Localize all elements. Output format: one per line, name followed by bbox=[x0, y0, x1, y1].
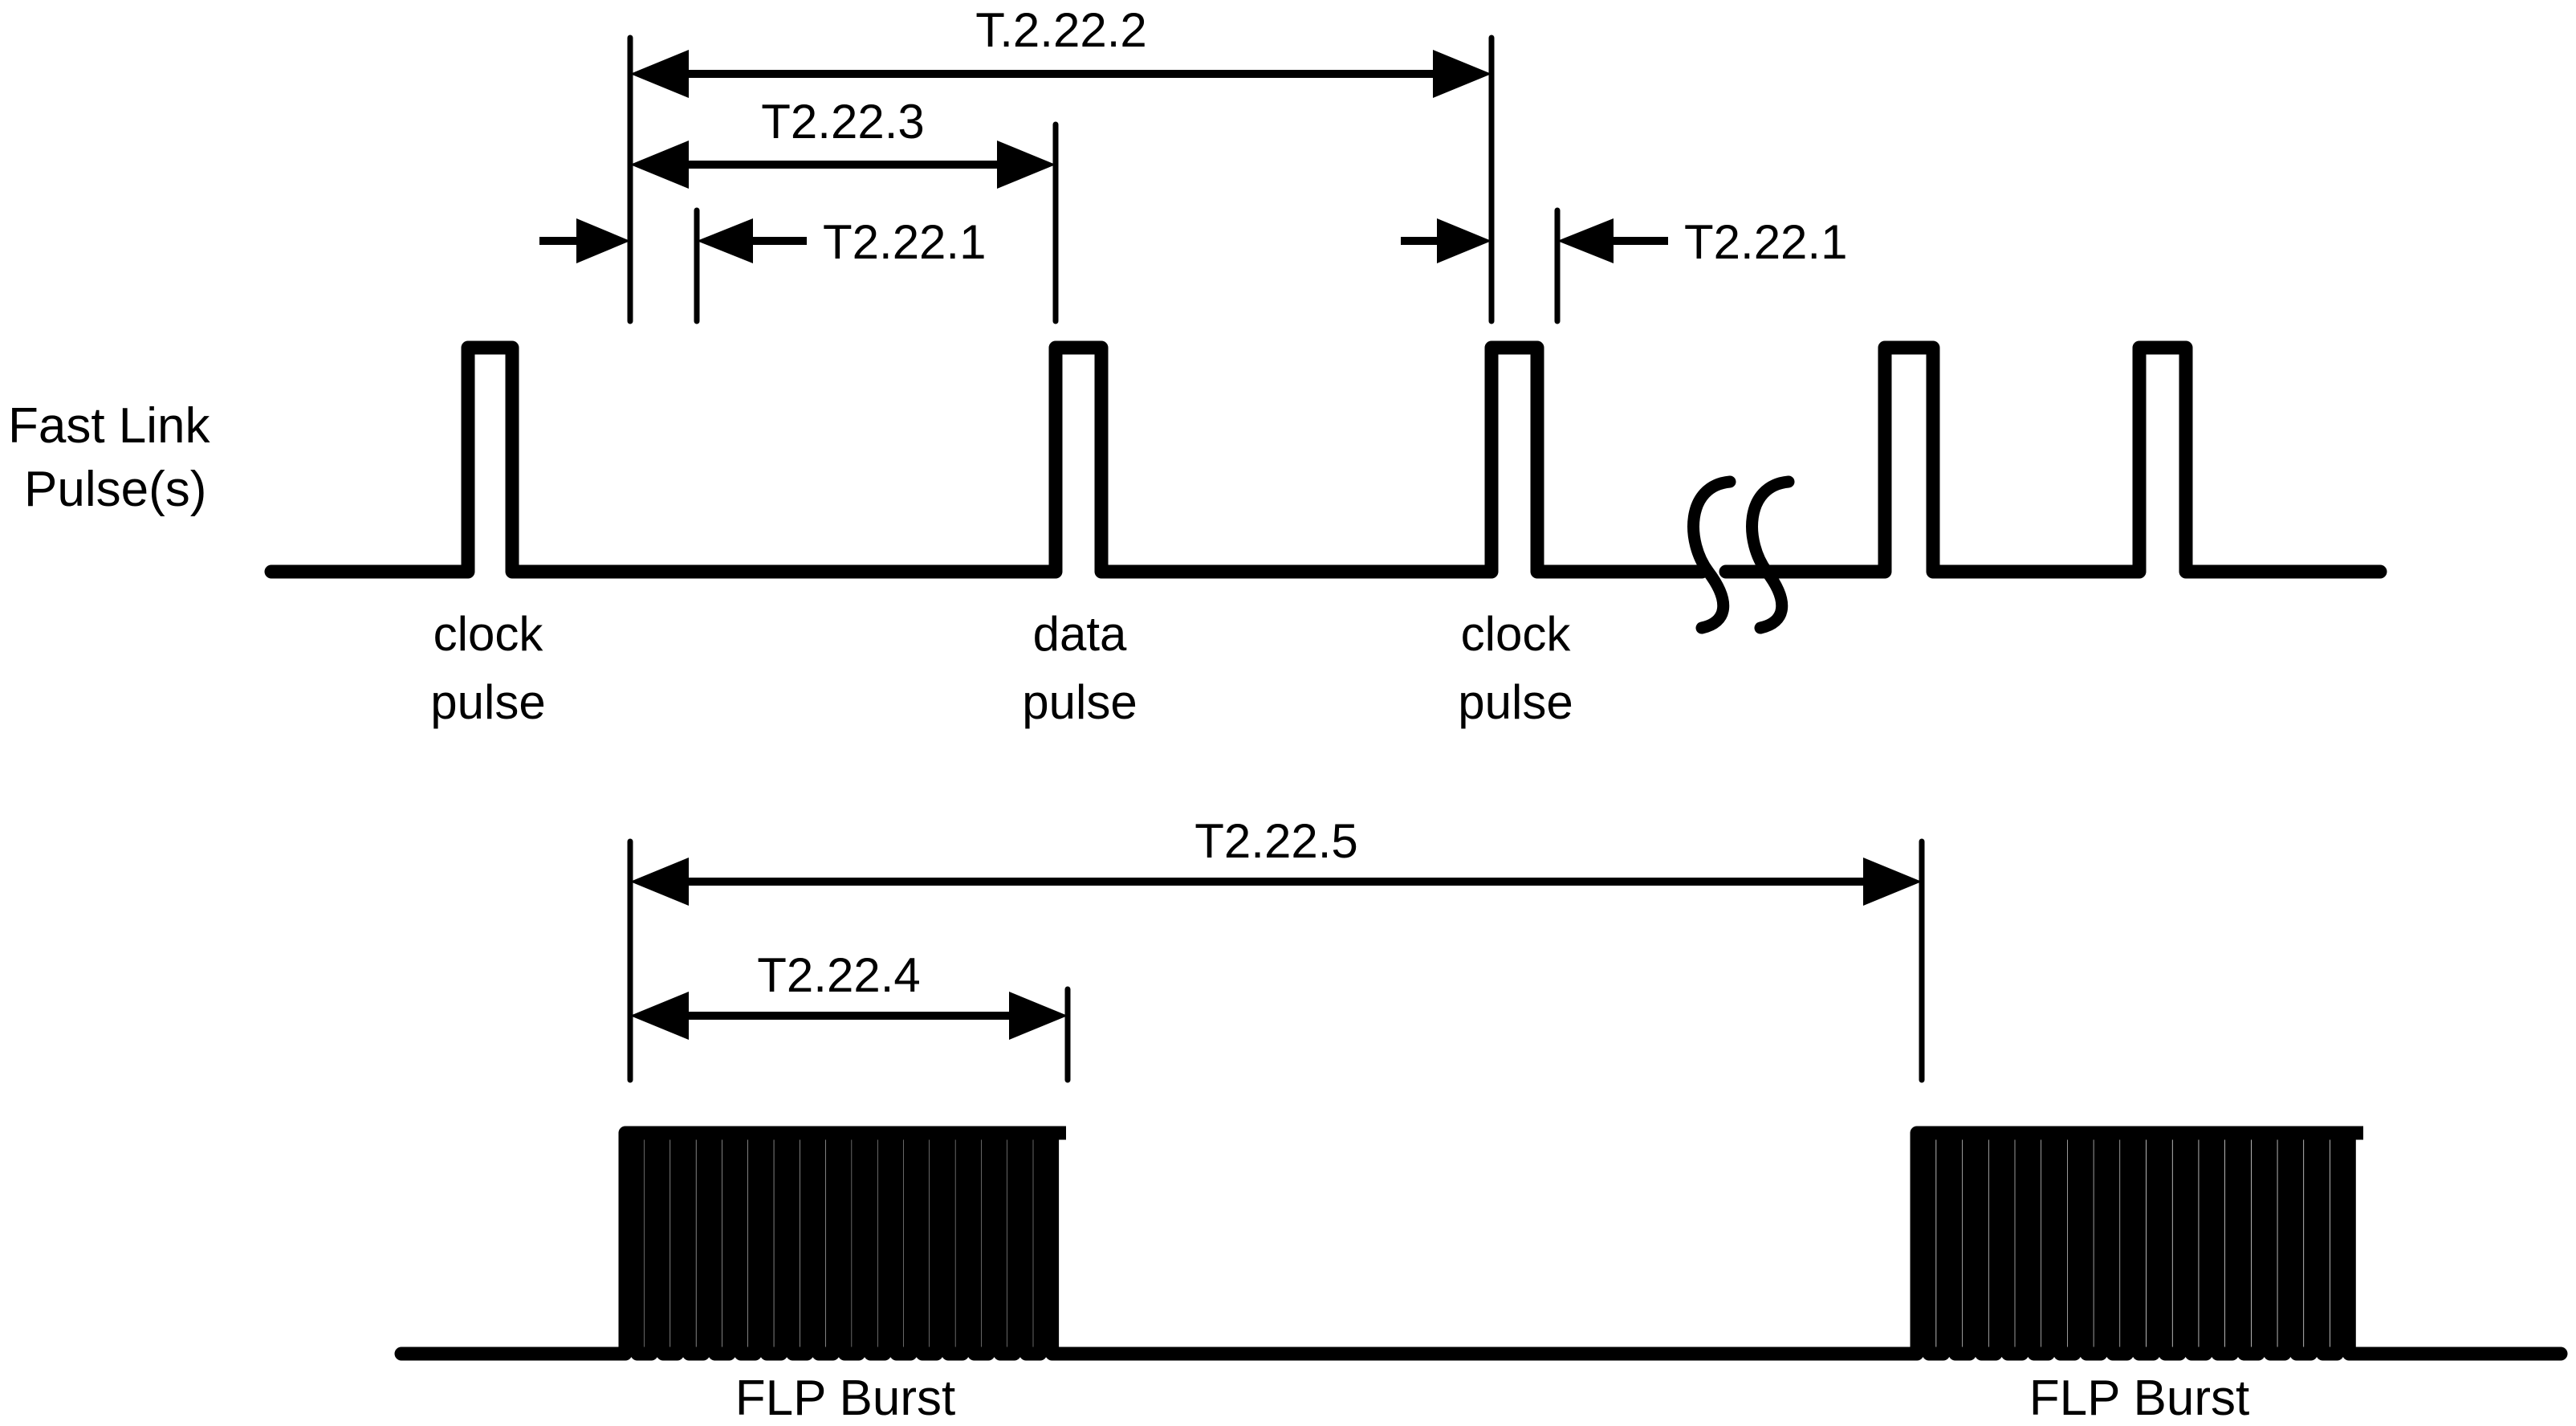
dimension-t2224: T2.22.4 bbox=[630, 948, 1068, 1040]
axis-label-line2: Pulse(s) bbox=[24, 462, 206, 517]
pulse-train-right bbox=[1719, 340, 2387, 579]
top-extension-lines bbox=[627, 35, 1561, 324]
dimension-t2221-second: T2.22.1 bbox=[1401, 215, 1847, 269]
pulse-label-1-line2: pulse bbox=[430, 675, 545, 729]
arrow-head-right bbox=[1863, 858, 1922, 906]
top-pulse-labels: clock pulse data pulse clock pulse bbox=[430, 607, 1573, 729]
top-waveform-axis-label: Fast Link Pulse(s) bbox=[8, 398, 211, 517]
arrow-head-left bbox=[630, 858, 689, 906]
bottom-extension-lines bbox=[627, 838, 1925, 1083]
arrow-head-left bbox=[630, 992, 689, 1040]
bottom-burst-labels: FLP Burst FLP Burst bbox=[735, 1371, 2250, 1426]
dimension-label-t2225: T2.22.5 bbox=[1194, 814, 1357, 868]
arrow-head-left-into-line bbox=[697, 218, 753, 263]
dimension-label-t2224: T2.22.4 bbox=[757, 948, 920, 1002]
arrow-head-right bbox=[1433, 50, 1491, 98]
pulse-train-left bbox=[264, 340, 1709, 579]
break-curve-1 bbox=[1687, 475, 1736, 634]
arrow-head-left bbox=[630, 141, 689, 189]
burst-pulse-train bbox=[618, 1126, 1066, 1361]
dimension-label-t2221-second: T2.22.1 bbox=[1684, 215, 1847, 269]
pulse-label-3-line1: clock bbox=[1461, 607, 1572, 661]
top-waveform-trace bbox=[264, 340, 2387, 634]
dimension-t2221-first: T2.22.1 bbox=[539, 215, 986, 269]
burst-label-2: FLP Burst bbox=[2029, 1371, 2250, 1426]
arrow-head-right bbox=[1009, 992, 1068, 1040]
flp-burst-2 bbox=[1910, 1126, 2363, 1361]
break-curve-2 bbox=[1746, 475, 1795, 634]
bottom-waveform-trace bbox=[394, 1126, 2568, 1361]
dimension-t2222: T.2.22.2 bbox=[630, 3, 1491, 98]
burst-label-1: FLP Burst bbox=[735, 1371, 956, 1426]
dimension-label-t2223: T2.22.3 bbox=[761, 95, 924, 149]
axis-label-line1: Fast Link bbox=[8, 398, 211, 454]
dimension-label-t2222: T.2.22.2 bbox=[975, 3, 1147, 57]
dimension-t2223: T2.22.3 bbox=[630, 95, 1056, 189]
pulse-label-2-line2: pulse bbox=[1022, 675, 1137, 729]
dimension-t2225: T2.22.5 bbox=[630, 814, 1922, 906]
arrow-head-right-into-line bbox=[1437, 218, 1491, 263]
arrow-head-right-into-line bbox=[576, 218, 630, 263]
burst-pulse-train bbox=[1910, 1126, 2363, 1361]
dimension-label-t2221-first: T2.22.1 bbox=[823, 215, 986, 269]
arrow-head-right bbox=[997, 141, 1056, 189]
pulse-label-2-line1: data bbox=[1033, 607, 1127, 661]
arrow-head-left bbox=[630, 50, 689, 98]
waveform-break-icon bbox=[1687, 475, 1795, 634]
flp-burst-1 bbox=[618, 1126, 1066, 1361]
arrow-head-left-into-line bbox=[1557, 218, 1614, 263]
pulse-label-1-line1: clock bbox=[433, 607, 544, 661]
pulse-label-3-line2: pulse bbox=[1458, 675, 1573, 729]
